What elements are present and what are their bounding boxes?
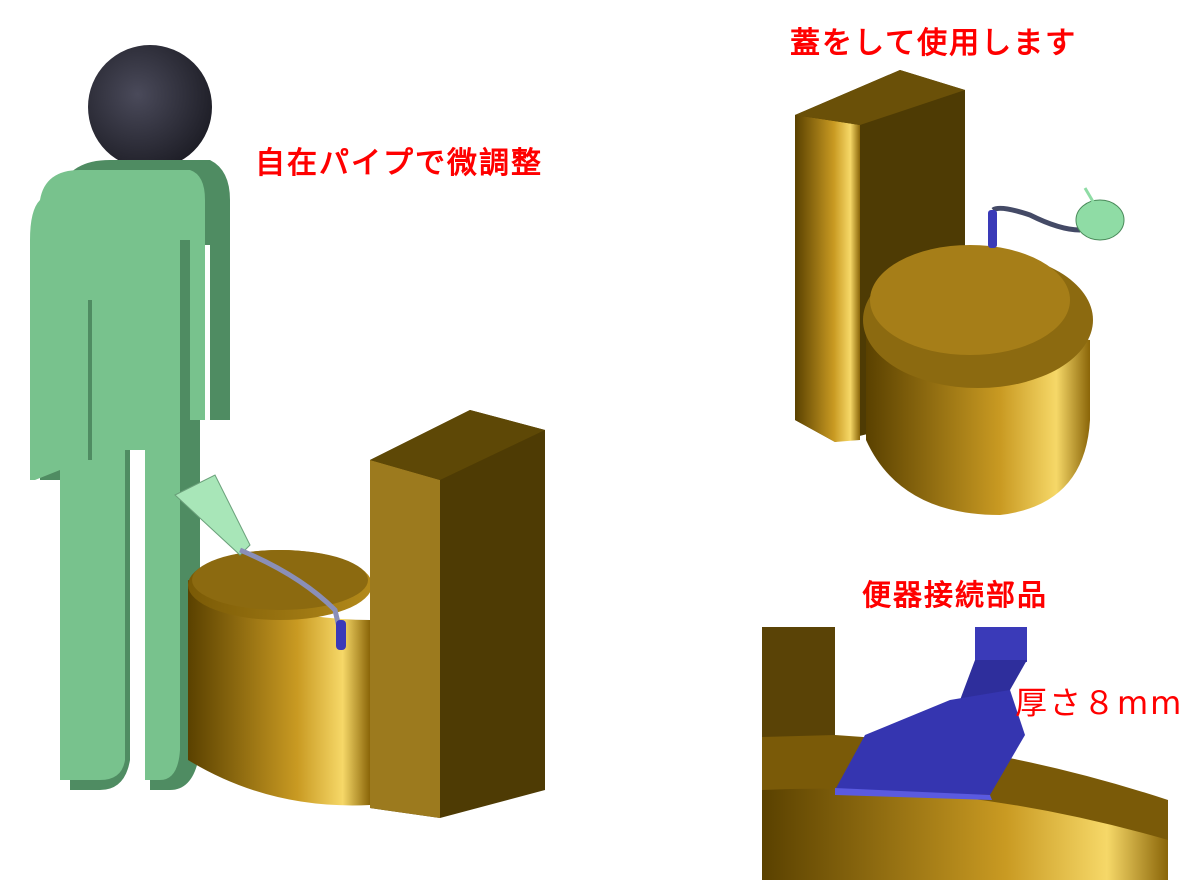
thickness-caption: 厚さ８mm (1015, 684, 1184, 722)
connector-closeup (762, 627, 1168, 880)
adjust-caption: 自在パイプで微調整 (255, 146, 543, 181)
person-figure (30, 45, 230, 790)
part-caption: 便器接続部品 (862, 578, 1049, 612)
toilet-left (174, 410, 545, 818)
lid-caption: 蓋をして使用します (790, 26, 1078, 61)
toilet-with-lid (795, 70, 1125, 515)
